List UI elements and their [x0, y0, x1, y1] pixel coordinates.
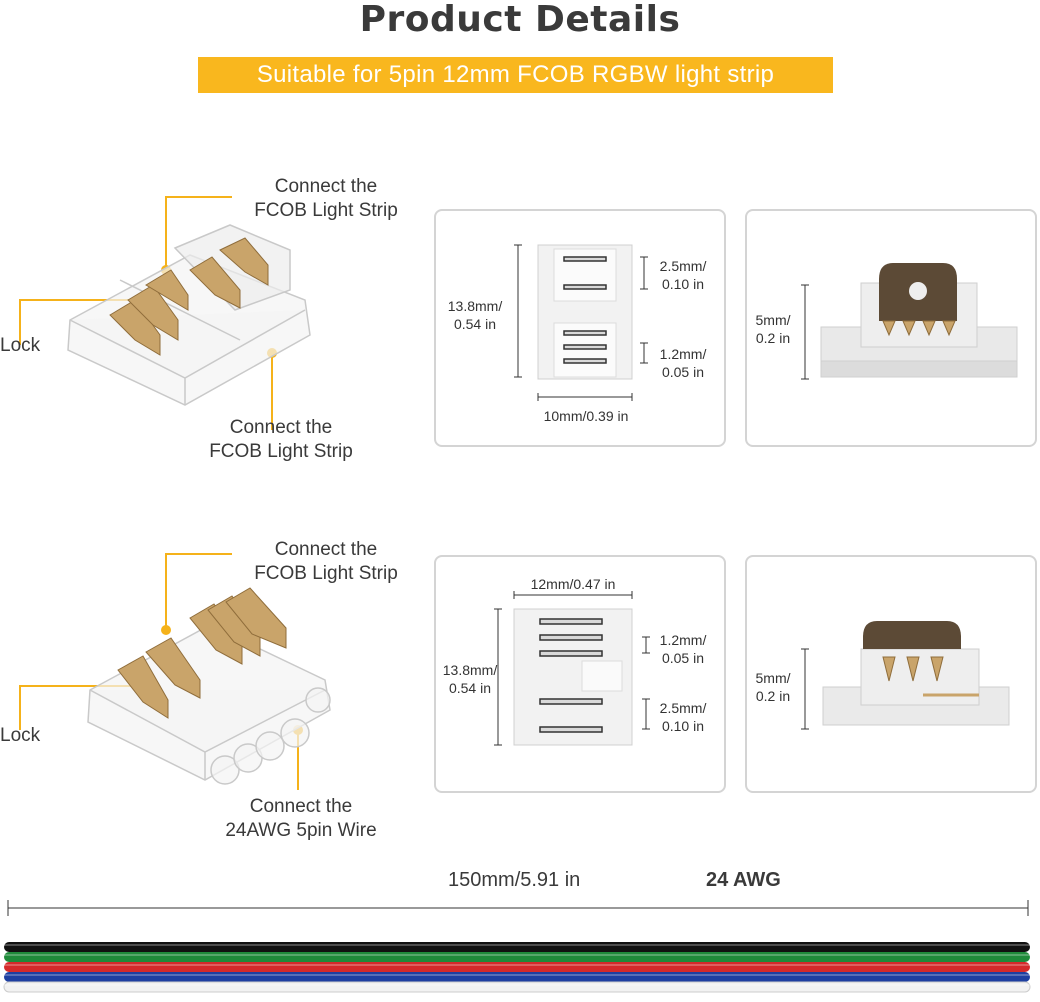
connector2-illustration — [19, 553, 331, 790]
wire-highlight-4 — [4, 984, 1030, 986]
subtitle-banner: Suitable for 5pin 12mm FCOB RGBW light s… — [198, 57, 833, 93]
connector1-height-dim: 13.8mm/ 0.54 in — [447, 298, 503, 332]
connector2-side-view-panel: 5mm/ 0.2 in — [745, 555, 1037, 793]
connector1-front-view-panel: 13.8mm/ 0.54 in 2.5mm/ 0.10 in 1.2mm/ 0.… — [434, 209, 726, 447]
connector2-width-dim: 12mm/0.47 in — [530, 576, 616, 592]
connector1-width-dim: 10mm/0.39 in — [543, 408, 629, 424]
wire-1 — [4, 952, 1030, 962]
connector1-side-height-dim: 5mm/ 0.2 in — [755, 312, 791, 346]
connector2-side-view-drawing — [801, 621, 1010, 730]
connector2-front-view-drawing — [494, 591, 650, 746]
connector1-label-lock: Lock — [0, 335, 41, 356]
wire-highlight-1 — [4, 954, 1030, 956]
connector2-height-dim: 13.8mm/ 0.54 in — [442, 662, 498, 696]
ribbon-cable — [3, 942, 1031, 993]
wire-2 — [4, 962, 1030, 972]
connector2-gap-bottom-dim: 2.5mm/ 0.10 in — [659, 700, 707, 734]
wire-0 — [4, 942, 1030, 952]
wire-highlight-0 — [4, 944, 1030, 946]
connector1-front-view-drawing — [514, 244, 648, 401]
cable-gauge-label: 24 AWG — [706, 869, 781, 891]
connector1-gap-bottom-dim: 1.2mm/ 0.05 in — [659, 346, 707, 380]
wire-highlight-3 — [4, 974, 1030, 976]
connector2-front-view-panel: 12mm/0.47 in 13.8mm/ 0.54 in 1.2mm/ 0.05… — [434, 555, 726, 793]
connector2-label-lock: Lock — [0, 725, 41, 746]
cable-length-label: 150mm/5.91 in — [448, 869, 581, 891]
connector2-label-top: Connect the FCOB Light Strip — [254, 539, 398, 584]
connector1-illustration — [19, 196, 311, 430]
wire-3 — [4, 972, 1030, 982]
connector1-side-view-panel: 5mm/ 0.2 in — [745, 209, 1037, 447]
connector2-side-height-dim: 5mm/ 0.2 in — [755, 670, 791, 704]
page-title: Product Details — [359, 0, 681, 40]
connector1-side-view-drawing — [801, 263, 1018, 380]
connector1-gap-top-dim: 2.5mm/ 0.10 in — [659, 258, 707, 292]
connector2-gap-top-dim: 1.2mm/ 0.05 in — [659, 632, 707, 666]
cable-length-dimension — [7, 900, 1029, 916]
connector1-label-bottom: Connect the FCOB Light Strip — [209, 417, 353, 462]
wire-4 — [3, 981, 1031, 993]
connector2-label-bottom: Connect the 24AWG 5pin Wire — [225, 796, 377, 841]
wire-highlight-2 — [4, 964, 1030, 966]
connector1-label-top: Connect the FCOB Light Strip — [254, 176, 398, 221]
